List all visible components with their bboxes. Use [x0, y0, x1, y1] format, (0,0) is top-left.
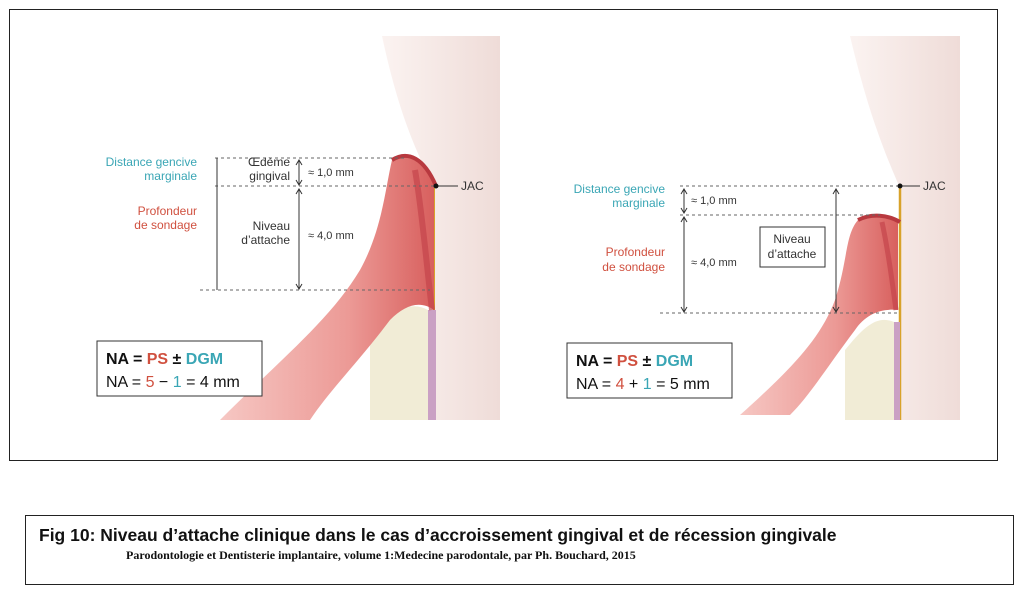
- left-tooth: [382, 36, 500, 420]
- right-na-label-1: Niveau: [773, 232, 810, 246]
- right-gum-edge: [857, 213, 902, 224]
- left-panel: JAC Distance gencive marginale Profondeu…: [96, 36, 500, 421]
- right-gum: [740, 216, 898, 415]
- right-dgm-label-1: Distance gencive: [574, 182, 666, 196]
- right-bone: [845, 319, 894, 420]
- left-ps-label-2: de sondage: [134, 218, 197, 232]
- periodontal-diagram: JAC Distance gencive marginale Profondeu…: [96, 36, 960, 421]
- right-na-box: [759, 226, 826, 268]
- right-formula-box: [566, 342, 733, 399]
- left-formula: NA = PS ± DGM: [106, 351, 223, 368]
- right-calc: NA = 4 + 1 = 5 mm: [576, 376, 710, 393]
- left-bone: [370, 306, 428, 420]
- right-ps-label-1: Profondeur: [606, 245, 665, 259]
- right-ligament: [894, 322, 900, 420]
- left-sulcus: [412, 169, 435, 311]
- left-jac-dot: [433, 183, 439, 189]
- left-ligament: [428, 310, 436, 420]
- figure-frame: JAC Distance gencive marginale Profondeu…: [9, 9, 998, 461]
- left-oedeme-label-1: Œdème: [248, 155, 290, 169]
- right-panel: JAC ≈ 1,0 mm ≈ 4,0 mm Distance gencive m…: [566, 36, 960, 420]
- caption-source: Parodontologie et Dentisterie implantair…: [126, 548, 636, 562]
- right-formula: NA = PS ± DGM: [576, 353, 693, 370]
- left-measure-top: ≈ 1,0 mm: [308, 167, 354, 179]
- right-measure-top: ≈ 1,0 mm: [691, 195, 737, 207]
- left-oedeme-label-2: gingival: [249, 169, 290, 183]
- left-formula-box: [96, 340, 263, 397]
- caption-title: Fig 10: Niveau d’attache clinique dans l…: [39, 525, 837, 545]
- left-dgm-label-2: marginale: [144, 169, 197, 183]
- left-jac-label: JAC: [461, 179, 484, 193]
- left-na-label-1: Niveau: [253, 219, 290, 233]
- right-sulcus: [879, 221, 899, 311]
- left-dgm-label-1: Distance gencive: [106, 155, 198, 169]
- right-measure-bottom: ≈ 4,0 mm: [691, 257, 737, 269]
- left-measure-bottom: ≈ 4,0 mm: [308, 230, 354, 242]
- right-jac-label: JAC: [923, 179, 946, 193]
- right-dgm-label-2: marginale: [612, 196, 665, 210]
- left-calc: NA = 5 − 1 = 4 mm: [106, 374, 240, 391]
- left-gum: [220, 155, 434, 421]
- right-ps-label-2: de sondage: [602, 260, 665, 274]
- caption-box: Fig 10: Niveau d’attache clinique dans l…: [25, 515, 1014, 585]
- right-tooth: [850, 36, 960, 420]
- right-na-label-2: d’attache: [768, 247, 817, 261]
- left-ps-label-1: Profondeur: [138, 204, 197, 218]
- right-jac-dot: [897, 183, 903, 189]
- left-na-label-2: d’attache: [241, 233, 290, 247]
